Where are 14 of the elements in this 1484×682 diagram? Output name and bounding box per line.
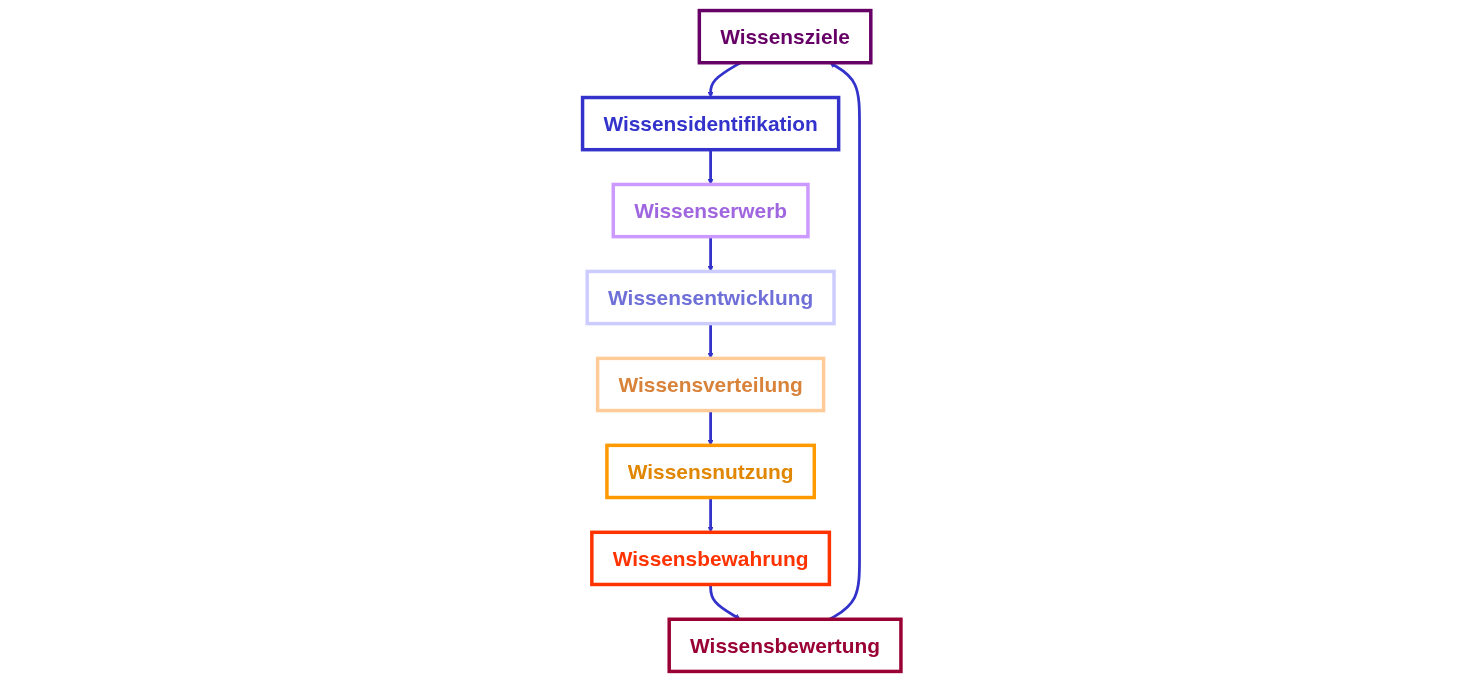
node-box: Wissenserwerb	[611, 182, 810, 239]
node-box: Wissensverteilung	[596, 356, 826, 413]
arrow	[707, 323, 714, 359]
node-box: Wissensidentifikation	[581, 95, 841, 152]
arrow	[707, 497, 714, 533]
node-box: Wissensbewertung	[667, 617, 903, 674]
arrow	[707, 410, 714, 446]
arrow	[709, 584, 741, 620]
node-box: Wissensziele	[697, 8, 873, 65]
arrow	[707, 236, 714, 272]
node-box: Wissensbewahrung	[590, 530, 832, 587]
node-box: Wissensnutzung	[605, 443, 817, 500]
arrow	[707, 149, 714, 185]
node-box: Wissensentwicklung	[585, 269, 836, 326]
